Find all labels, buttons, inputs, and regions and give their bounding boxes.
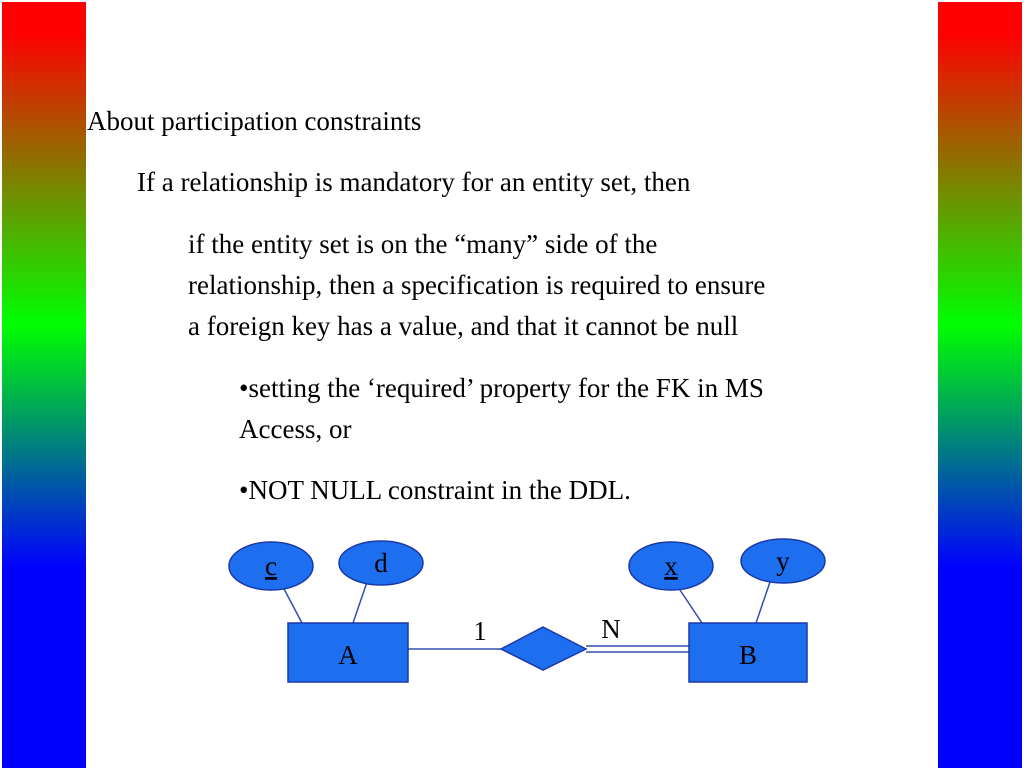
connector-x-b <box>677 586 703 624</box>
bullet-line: Access, or <box>239 414 352 444</box>
bullet-line: •setting the ‘required’ property for the… <box>239 373 764 403</box>
connector-c-a <box>282 586 303 624</box>
entity-a <box>287 622 409 683</box>
bullet-not-null: •NOT NULL constraint in the DDL. <box>239 475 631 505</box>
slide-title: About participation constraints <box>87 106 422 136</box>
cardinality-many: N <box>601 614 621 644</box>
right-gradient-bar <box>938 2 1022 768</box>
left-gradient-bar <box>2 2 86 768</box>
level2-line: a foreign key has a value, and that it c… <box>188 311 739 341</box>
level1-text: If a relationship is mandatory for an en… <box>137 167 691 197</box>
attribute-y <box>740 538 826 584</box>
attribute-y-label: y <box>776 546 790 576</box>
attribute-x-label: x <box>664 551 678 581</box>
bullet-required-property: •setting the ‘required’ property for the… <box>239 368 764 450</box>
attribute-c <box>228 541 314 591</box>
level2-line: if the entity set is on the “many” side … <box>188 229 658 259</box>
relationship-diamond <box>499 626 588 671</box>
cardinality-one: 1 <box>473 616 487 646</box>
entity-a-label: A <box>338 640 358 670</box>
entity-b-label: B <box>739 640 757 670</box>
connector-d-a <box>352 581 368 624</box>
connector-y-b <box>755 581 771 624</box>
level2-line: relationship, then a specification is re… <box>188 270 766 300</box>
level2-paragraph: if the entity set is on the “many” side … <box>188 224 765 347</box>
entity-b <box>688 622 808 683</box>
attribute-c-label: c <box>265 551 277 581</box>
attribute-d <box>338 540 424 586</box>
attribute-d-label: d <box>374 548 388 578</box>
attribute-x <box>628 541 714 591</box>
